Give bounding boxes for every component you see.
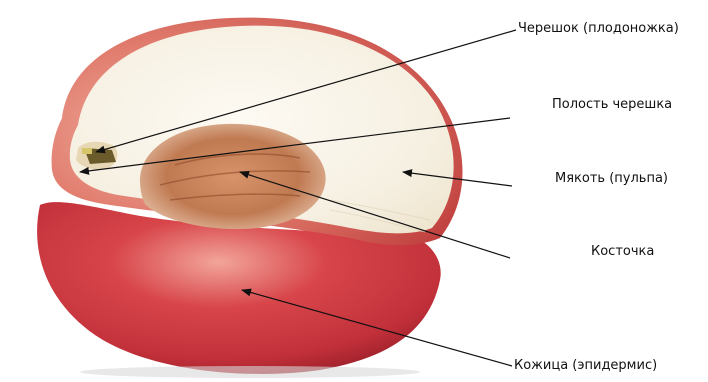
label-stem-cavity: Полость черешка (552, 98, 672, 111)
label-skin: Кожица (эпидермис) (514, 359, 657, 372)
label-stem: Черешок (плодоножка) (518, 22, 679, 35)
label-pit: Косточка (591, 245, 654, 258)
pit-shape (140, 124, 326, 229)
stem-tip (82, 148, 92, 154)
shadow (80, 366, 420, 378)
label-pulp: Мякоть (пульпа) (555, 172, 668, 185)
